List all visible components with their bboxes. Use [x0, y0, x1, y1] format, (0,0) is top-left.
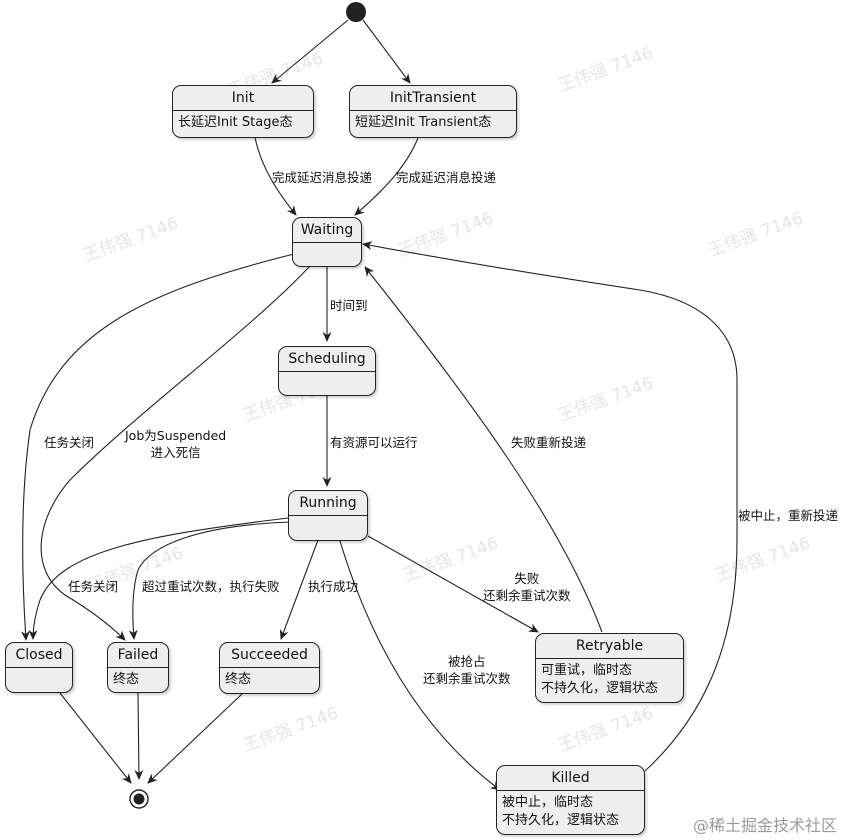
state-description-line: 不持久化，逻辑状态 — [541, 681, 659, 696]
arrow-running-to-failed — [128, 521, 293, 640]
transition-label: 任务关闭 — [68, 579, 119, 594]
state-description: 长延迟Init Stage态 — [178, 115, 293, 130]
transition-label: 完成延迟消息投递 — [396, 170, 497, 185]
arrow-closed-to-end — [59, 692, 132, 784]
arrow-start-to-init — [271, 19, 349, 84]
arrow-running-to-closed — [28, 517, 289, 640]
state-failed: Failed 终态 — [107, 642, 169, 693]
state-title: Closed — [15, 647, 63, 663]
state-init-transient: InitTransient 短延迟Init Transient态 — [349, 85, 517, 138]
state-description: 终态 — [225, 672, 252, 687]
transition-label: 有资源可以运行 — [330, 435, 418, 450]
state-killed: Killed 被中止，临时态 不持久化，逻辑状态 — [496, 765, 645, 835]
state-init: Init 长延迟Init Stage态 — [172, 85, 314, 138]
transition-label: 被中止，重新投递 — [738, 508, 839, 523]
state-scheduling: Scheduling — [278, 346, 376, 396]
state-retryable: Retryable 可重试，临时态 不持久化，逻辑状态 — [535, 633, 684, 703]
transition-label: 被抢占 还剩余重试次数 — [423, 654, 511, 686]
initial-node — [346, 2, 366, 22]
state-description: 短延迟Init Transient态 — [355, 115, 492, 130]
state-title: Running — [299, 495, 357, 511]
state-title: Killed — [551, 770, 590, 786]
state-title: Scheduling — [288, 351, 366, 367]
transition-label: 完成延迟消息投递 — [272, 170, 373, 185]
state-running: Running — [288, 490, 368, 541]
arrow-running-to-killed — [339, 540, 501, 791]
transition-label: 执行成功 — [308, 579, 359, 594]
transition-label: 超过重试次数，执行失败 — [142, 579, 280, 594]
transition-label: 时间到 — [330, 298, 368, 313]
transition-label: 失败重新投递 — [511, 435, 587, 450]
state-title: Waiting — [300, 222, 354, 238]
state-title: Succeeded — [231, 647, 308, 663]
arrow-init-to-waiting — [254, 137, 297, 216]
state-description: 可重试，临时态 不持久化，逻辑状态 — [536, 659, 683, 698]
state-description-line: 被中止，临时态 — [502, 795, 594, 810]
arrow-init-transient-to-waiting — [354, 137, 419, 216]
arrow-killed-to-waiting — [362, 241, 738, 772]
transition-label: Job为Suspended 进入死信 — [125, 428, 227, 460]
arrow-waiting-to-closed — [20, 253, 295, 641]
transition-label: 任务关闭 — [44, 435, 95, 450]
brand-watermark: @稀土掘金技术社区 — [692, 816, 837, 835]
state-description: 终态 — [113, 672, 140, 687]
arrow-waiting-to-failed — [40, 265, 311, 641]
arrow-running-to-succeeded — [279, 539, 319, 640]
state-waiting: Waiting — [292, 217, 362, 267]
arrow-running-to-retryable — [367, 535, 539, 633]
arrow-failed-to-end — [134, 692, 144, 780]
state-closed: Closed — [5, 642, 73, 693]
state-title: Init — [231, 90, 255, 106]
arrow-retryable-to-waiting — [364, 266, 603, 633]
state-description: 被中止，临时态 不持久化，逻辑状态 — [497, 791, 644, 830]
state-title: InitTransient — [389, 90, 477, 106]
transition-label: 失败 还剩余重试次数 — [483, 571, 571, 603]
state-description-line: 不持久化，逻辑状态 — [502, 813, 620, 828]
final-node-dot — [133, 793, 145, 805]
state-description-line: 可重试，临时态 — [541, 663, 633, 678]
arrow-start-to-init-transient — [362, 19, 411, 84]
state-succeeded: Succeeded 终态 — [219, 642, 320, 694]
state-title: Failed — [117, 647, 159, 663]
arrow-succeeded-to-end — [147, 693, 243, 784]
state-title: Retryable — [575, 638, 644, 654]
